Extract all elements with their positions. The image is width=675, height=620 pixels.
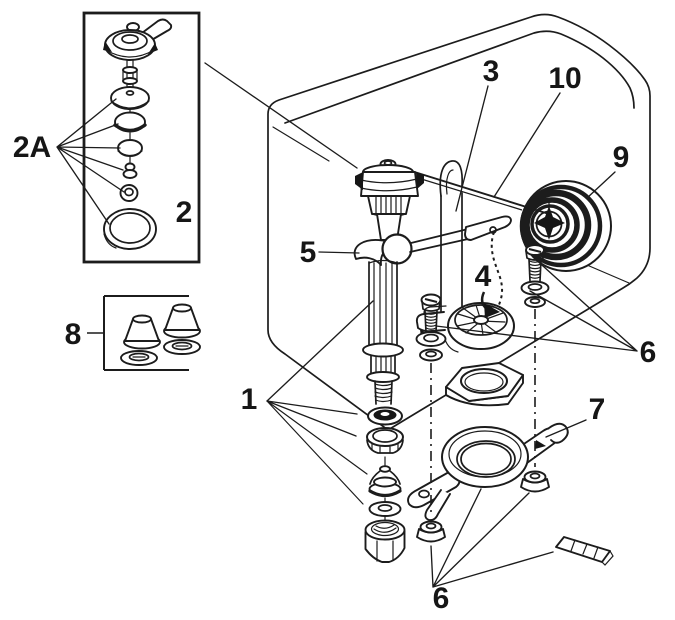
label-part-8: 8 — [65, 318, 82, 351]
seal-disc-medium — [113, 111, 147, 133]
label-part-2: 2 — [176, 196, 193, 229]
label-part-4: 4 — [475, 260, 492, 293]
bolt-cap-left — [123, 314, 161, 350]
fill-valve — [353, 159, 512, 454]
bolt-cap-washer-right — [163, 339, 201, 355]
segmented-strip — [555, 536, 614, 566]
gasket-ring-large — [103, 208, 157, 250]
label-part-7: 7 — [589, 393, 606, 426]
shank-hex-nut — [364, 519, 406, 563]
label-part-6-right: 6 — [640, 336, 657, 369]
bolt-caps-box — [103, 295, 201, 371]
bolt-cap-washer-left — [120, 350, 158, 366]
valve-cap-assembly — [103, 18, 173, 61]
flapper-chain — [490, 231, 504, 310]
label-part-9: 9 — [613, 141, 630, 174]
valve-cap-kit-box — [82, 11, 201, 264]
tank-bolt-right — [520, 244, 550, 467]
flat-washer — [368, 497, 402, 522]
label-part-3: 3 — [483, 55, 500, 88]
lever-arm — [409, 215, 512, 253]
lever-pivot-ball — [381, 233, 413, 265]
label-part-6-bottom: 6 — [433, 582, 450, 615]
valve-column — [362, 259, 404, 383]
leader-lines — [56, 62, 638, 588]
label-part-10: 10 — [548, 62, 581, 95]
label-part-1: 1 — [241, 383, 258, 416]
label-part-2a: 2A — [13, 131, 51, 164]
seal-bead — [122, 162, 138, 179]
seal-ring-small — [119, 184, 139, 202]
shank-rubber-washer — [367, 406, 403, 426]
valve-shank-threads — [374, 380, 393, 405]
cap-stem — [122, 59, 138, 88]
seal-disc-small — [117, 139, 143, 157]
seal-disc-large — [110, 86, 150, 110]
flush-valve-locknut — [445, 362, 524, 407]
part-labels: 2A 2 8 1 5 3 10 9 4 6 7 6 — [13, 55, 657, 615]
cone-washer — [368, 456, 402, 498]
shank-lock-ring — [366, 427, 404, 454]
flush-valve-seat — [407, 422, 569, 522]
wing-nut-right — [520, 470, 550, 493]
overflow-tube — [439, 160, 464, 314]
label-part-5: 5 — [300, 236, 317, 269]
wing-nut-left — [416, 520, 446, 543]
float-rod-wingnut — [534, 200, 565, 240]
bolt-cap-right — [163, 303, 201, 339]
tank-bolt-left — [415, 293, 447, 517]
